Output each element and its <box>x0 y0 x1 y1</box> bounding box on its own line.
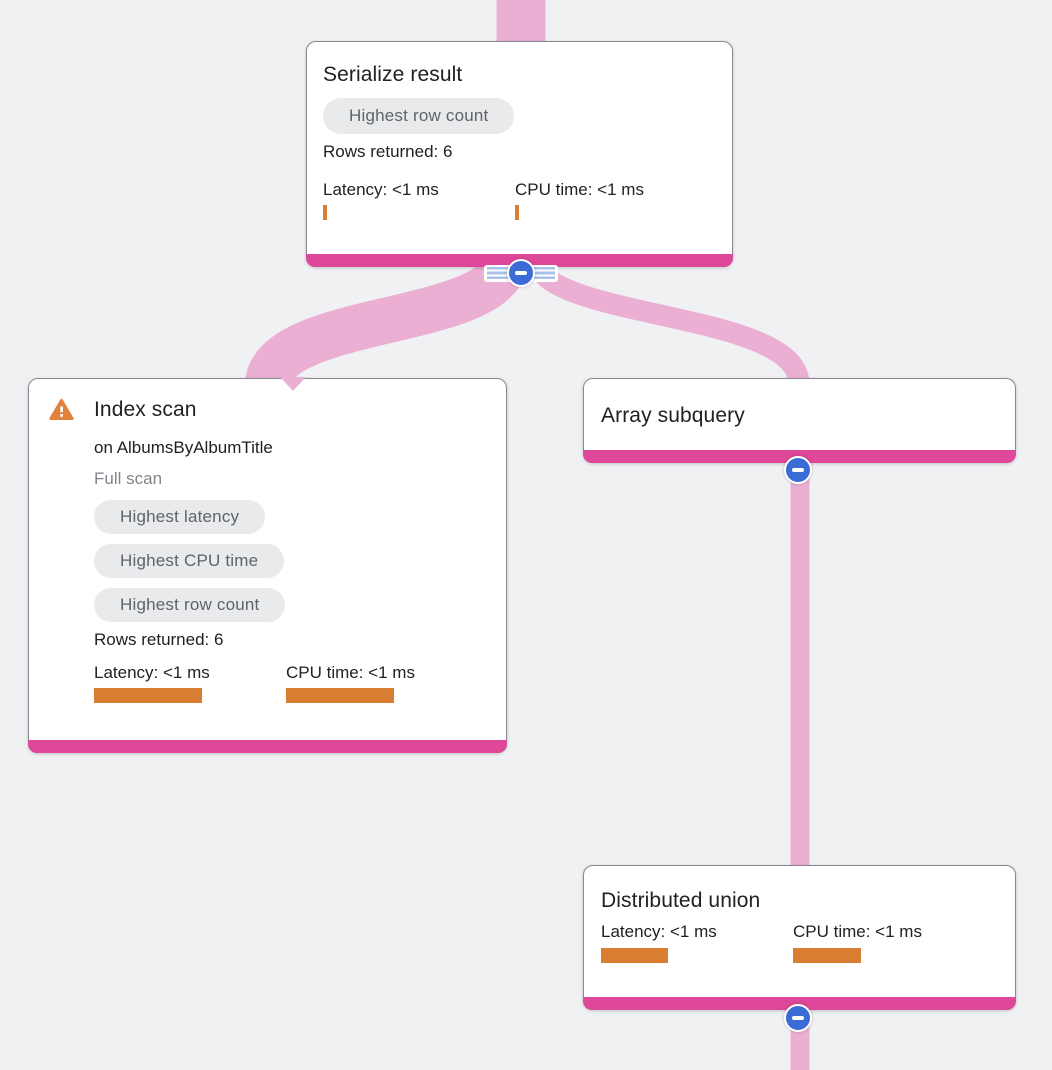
minus-glyph <box>792 1016 804 1020</box>
cpu-time-label: CPU time: <1 ms <box>793 922 922 941</box>
cpu-time-bar <box>515 205 519 220</box>
node-accent-bar <box>28 740 507 753</box>
badge-highest-row-count: Highest row count <box>94 588 286 622</box>
node-title: Distributed union <box>601 889 761 912</box>
badge-highest-row-count: Highest row count <box>323 98 515 134</box>
badge-highest-latency: Highest latency <box>94 500 266 534</box>
badge-highest-cpu-time: Highest CPU time <box>94 544 285 578</box>
latency-bar <box>94 688 202 703</box>
collapse-minus-icon[interactable] <box>507 259 535 287</box>
scan-type-text: Full scan <box>94 469 163 488</box>
index-target-text: on AlbumsByAlbumTitle <box>94 438 273 457</box>
cpu-time-bar <box>793 948 861 963</box>
latency-bar <box>323 205 327 220</box>
edge-stripes-left <box>487 267 510 279</box>
node-index-scan[interactable]: Index scan on AlbumsByAlbumTitle Full sc… <box>28 378 507 753</box>
cpu-time-bar <box>286 688 394 703</box>
minus-glyph <box>515 271 527 275</box>
collapse-minus-icon[interactable] <box>784 1004 812 1032</box>
edge-serialize-to-array-subquery <box>525 255 810 386</box>
minus-glyph <box>792 468 804 472</box>
latency-label: Latency: <1 ms <box>94 663 210 682</box>
node-title: Index scan <box>94 398 197 421</box>
edge-serialize-to-index-scan <box>245 254 528 390</box>
node-accent-bar <box>583 997 1016 1010</box>
node-distributed-union[interactable]: Distributed union Latency: <1 ms CPU tim… <box>583 865 1016 1010</box>
latency-label: Latency: <1 ms <box>601 922 717 941</box>
collapse-minus-icon[interactable] <box>784 456 812 484</box>
node-title: Array subquery <box>601 404 745 427</box>
node-array-subquery[interactable]: Array subquery <box>583 378 1016 463</box>
latency-label: Latency: <1 ms <box>323 180 439 199</box>
cpu-time-label: CPU time: <1 ms <box>515 180 644 199</box>
node-serialize-result[interactable]: Serialize result Highest row count Rows … <box>306 41 733 267</box>
edge-arrow-tip <box>280 377 306 391</box>
warning-triangle-icon <box>49 398 74 426</box>
rows-returned-text: Rows returned: 6 <box>323 142 453 161</box>
latency-bar <box>601 948 668 963</box>
cpu-time-label: CPU time: <1 ms <box>286 663 415 682</box>
edge-stripes-right <box>532 267 555 279</box>
rows-returned-text: Rows returned: 6 <box>94 630 224 649</box>
node-title: Serialize result <box>323 63 463 86</box>
